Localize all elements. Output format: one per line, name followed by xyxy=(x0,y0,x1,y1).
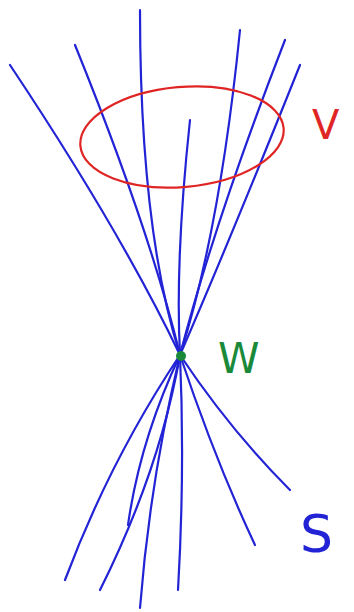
point-w xyxy=(176,351,186,361)
curve xyxy=(128,30,240,525)
curve xyxy=(140,40,285,608)
curve-family xyxy=(10,10,300,608)
set-label: V xyxy=(312,105,339,145)
curve xyxy=(65,65,300,580)
open-set-v xyxy=(76,78,288,195)
curve xyxy=(140,10,182,590)
curve xyxy=(10,65,290,490)
curve xyxy=(100,120,190,590)
point-label: W xyxy=(218,338,260,380)
space-label: S xyxy=(300,508,333,560)
